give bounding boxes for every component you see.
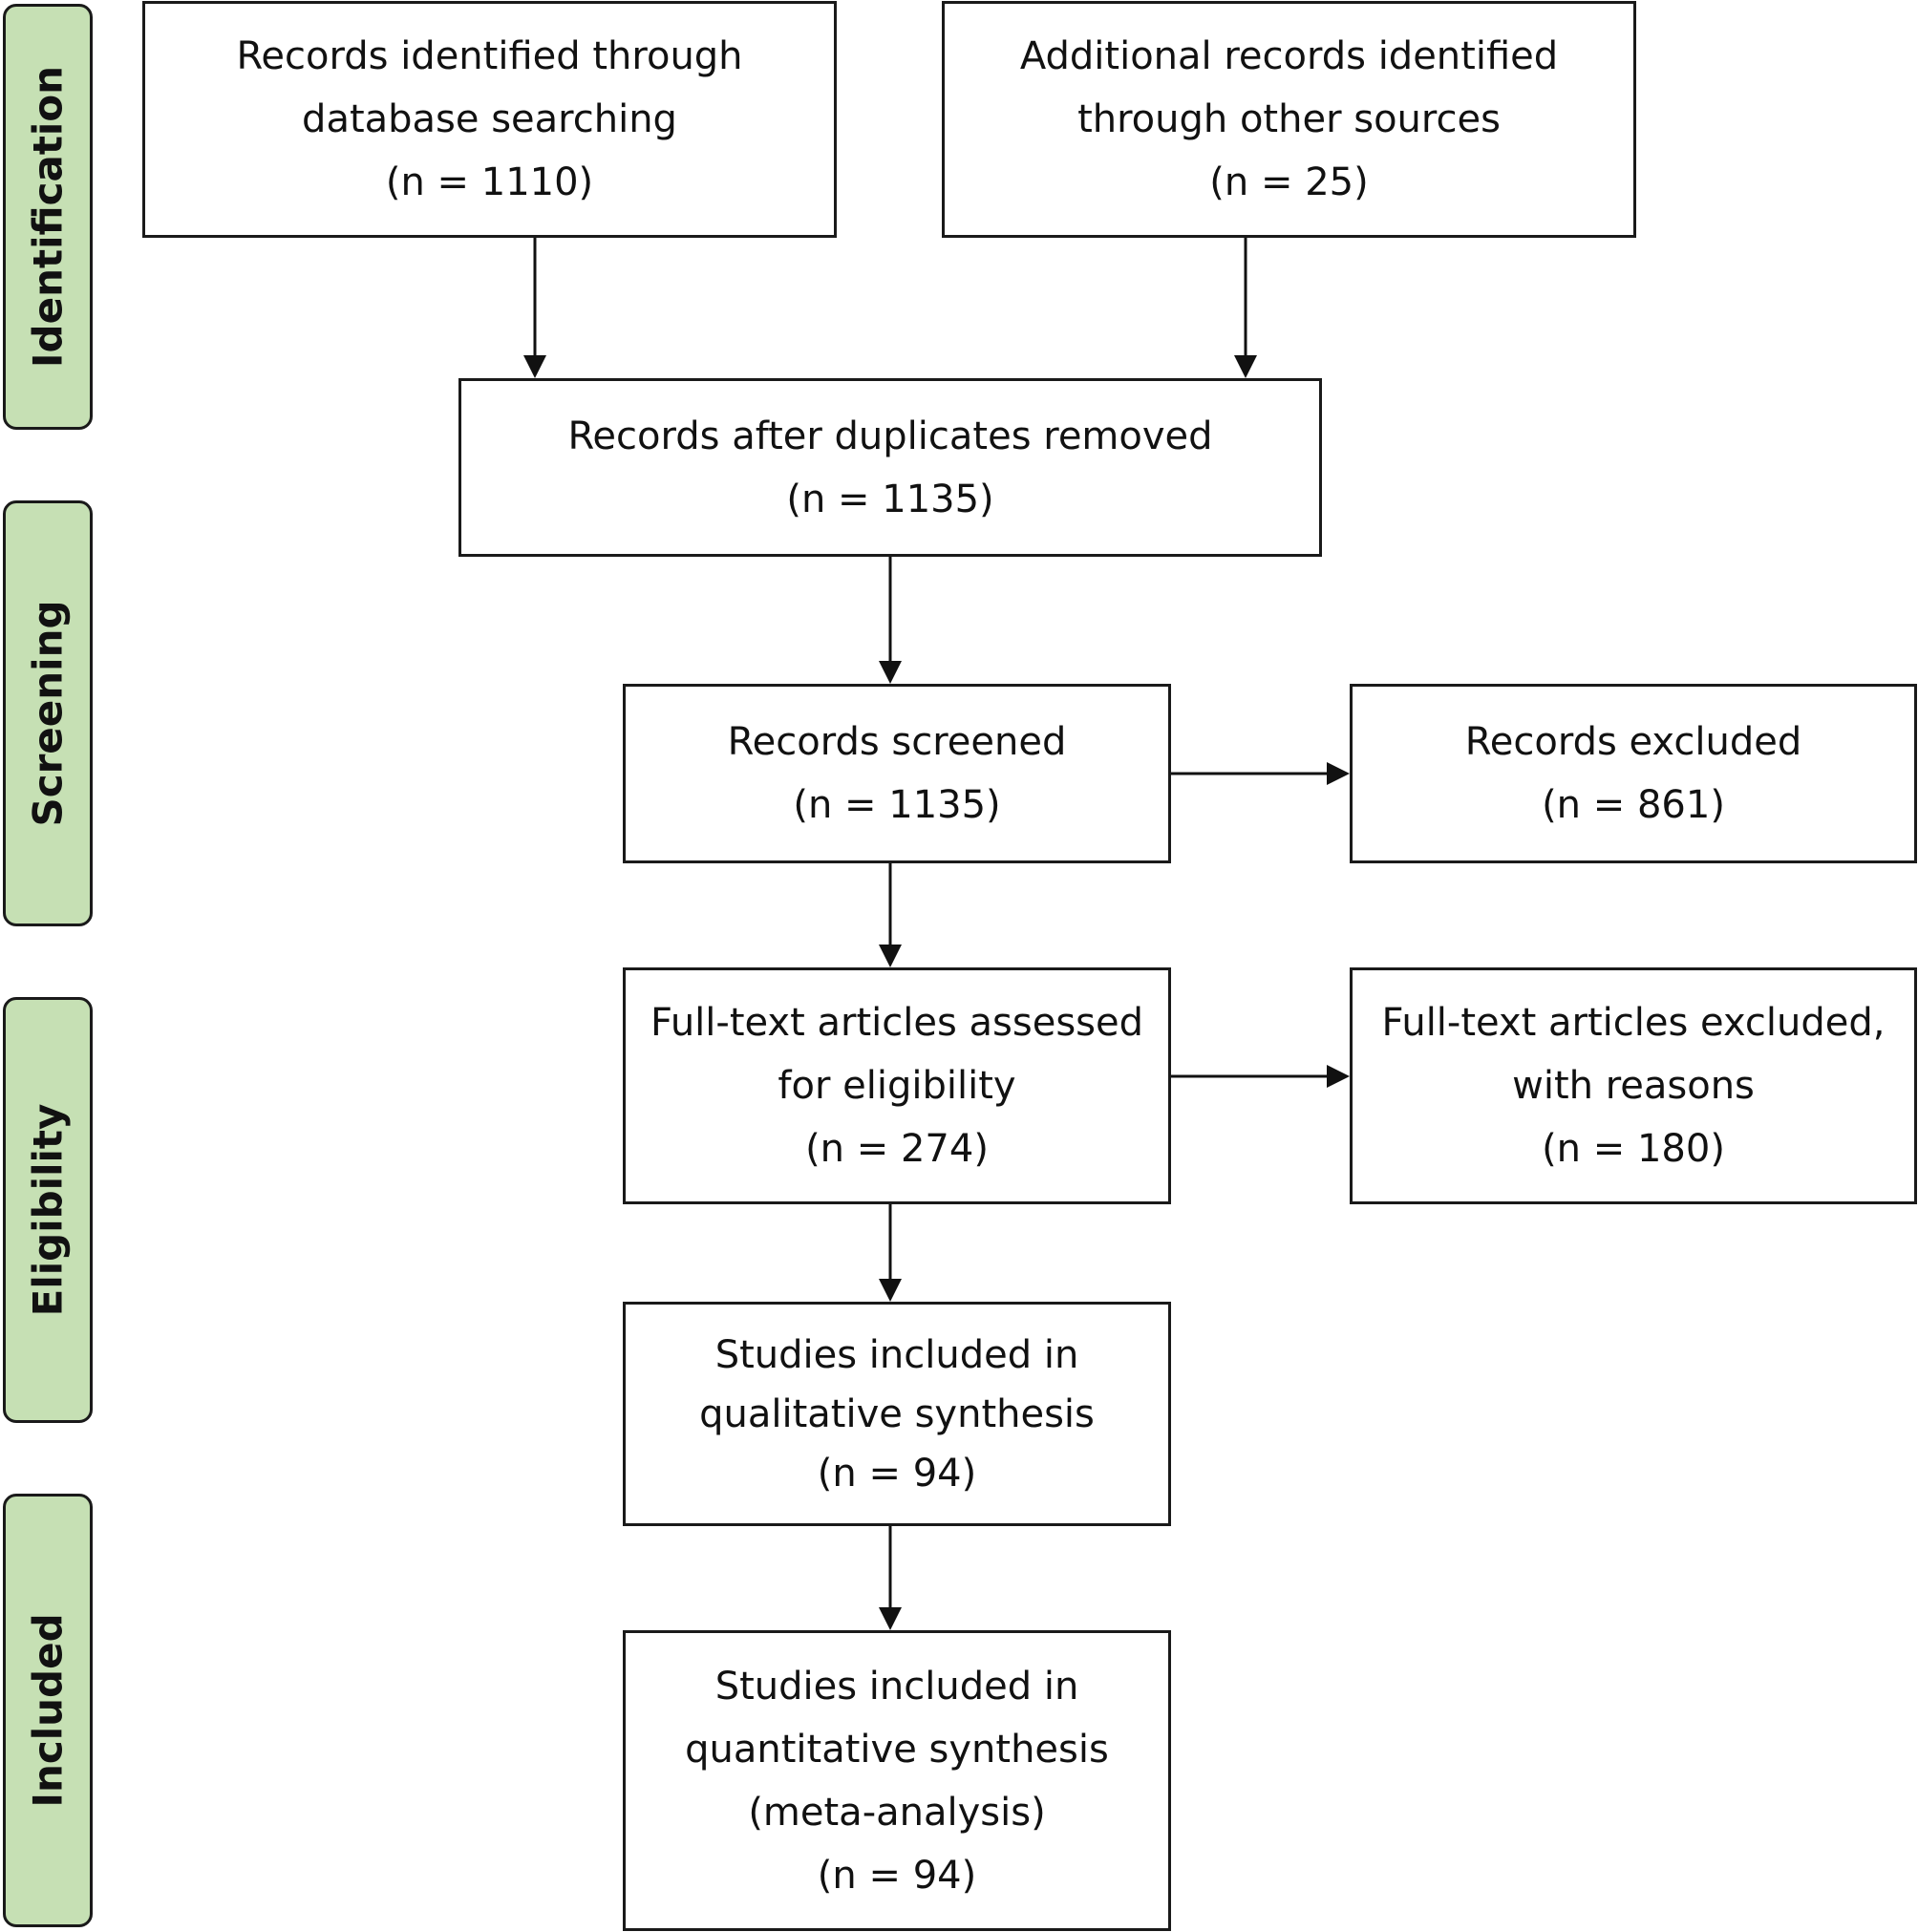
box-line: Studies included in: [714, 1332, 1079, 1377]
arrowhead-other-to-duplicates: [1234, 355, 1257, 378]
box-other-records: Additional records identified through ot…: [942, 1, 1636, 238]
phase-identification: Identification: [3, 4, 93, 430]
box-database-records: Records identified through database sear…: [142, 1, 837, 238]
box-line: (n = 1135): [786, 477, 994, 521]
box-line: (n = 94): [817, 1451, 977, 1496]
box-line: (n = 274): [805, 1127, 989, 1171]
box-line: Records identified through: [236, 34, 743, 78]
phase-included: Included: [3, 1494, 93, 1927]
box-line: Full-text articles excluded,: [1381, 1001, 1886, 1045]
box-quantitative-synthesis: Studies included in quantitative synthes…: [623, 1630, 1171, 1931]
arrowhead-qualitative-to-quantitative: [879, 1607, 902, 1630]
box-line: (n = 25): [1209, 160, 1369, 204]
arrowhead-screened-to-excluded: [1327, 762, 1350, 785]
box-records-screened: Records screened (n = 1135): [623, 684, 1171, 863]
box-line: qualitative synthesis: [699, 1391, 1095, 1436]
box-fulltext-excluded: Full-text articles excluded, with reason…: [1350, 967, 1917, 1204]
box-line: (meta-analysis): [748, 1790, 1046, 1835]
box-qualitative-synthesis: Studies included in qualitative synthesi…: [623, 1302, 1171, 1526]
phase-screening: Screening: [3, 500, 93, 926]
box-line: Full-text articles assessed: [650, 1001, 1143, 1045]
phase-eligibility: Eligibility: [3, 997, 93, 1423]
box-line: through other sources: [1077, 97, 1501, 141]
box-line: Records screened: [727, 720, 1067, 764]
arrowhead-database-to-duplicates: [523, 355, 546, 378]
box-line: (n = 180): [1542, 1127, 1725, 1171]
arrowhead-duplicates-to-screened: [879, 661, 902, 684]
arrowhead-fulltext-to-qualitative: [879, 1279, 902, 1302]
box-line: (n = 1135): [793, 783, 1001, 827]
box-fulltext-assessed: Full-text articles assessed for eligibil…: [623, 967, 1171, 1204]
box-line: Additional records identified: [1019, 34, 1559, 78]
box-after-duplicates: Records after duplicates removed (n = 11…: [458, 378, 1322, 557]
box-line: (n = 94): [817, 1853, 977, 1898]
box-records-excluded: Records excluded (n = 861): [1350, 684, 1917, 863]
box-line: Records excluded: [1464, 720, 1802, 764]
arrowhead-fulltext-to-excluded: [1327, 1065, 1350, 1088]
box-line: Records after duplicates removed: [567, 414, 1213, 458]
box-line: with reasons: [1512, 1064, 1755, 1108]
box-line: (n = 1110): [385, 160, 594, 204]
box-line: Studies included in: [714, 1664, 1079, 1709]
box-line: (n = 861): [1542, 783, 1725, 827]
box-line: for eligibility: [778, 1064, 1016, 1108]
box-line: quantitative synthesis: [685, 1727, 1109, 1772]
arrowhead-screened-to-fulltext: [879, 945, 902, 967]
box-line: database searching: [302, 97, 677, 141]
